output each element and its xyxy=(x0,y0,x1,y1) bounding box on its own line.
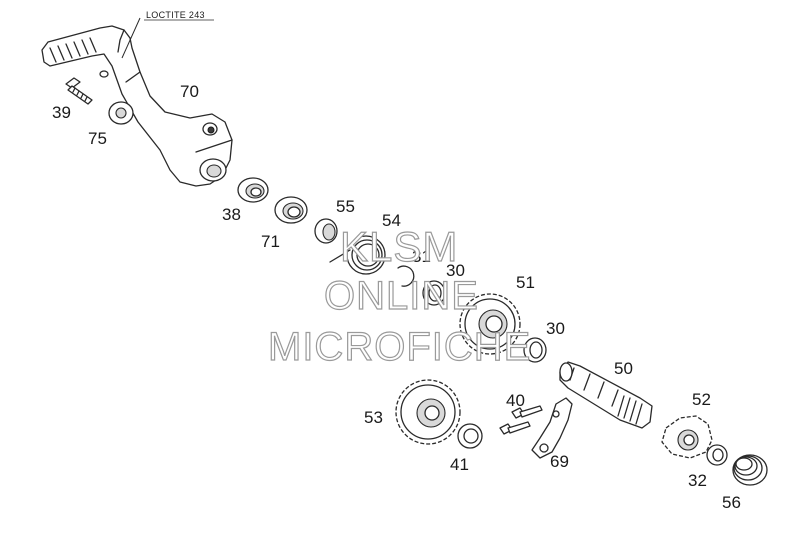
bolts-part-40[interactable] xyxy=(499,405,543,435)
part-label-50: 50 xyxy=(614,359,633,378)
washer-part-30-lower[interactable] xyxy=(523,337,547,363)
washer-part-32[interactable] xyxy=(706,444,728,466)
part-label-70: 70 xyxy=(180,82,199,101)
watermark-line-3: MICROFICHE xyxy=(268,325,531,369)
part-label-75: 75 xyxy=(88,129,107,148)
kickstart-shaft-part-50[interactable] xyxy=(559,361,653,429)
part-label-54: 54 xyxy=(382,211,401,230)
gear-part-53[interactable] xyxy=(395,379,461,445)
kick-lever-part-70[interactable] xyxy=(41,25,233,187)
part-label-30-lower: 30 xyxy=(546,319,565,338)
ratchet-plate-part-69[interactable] xyxy=(531,397,573,459)
washer-part-41[interactable] xyxy=(457,423,483,449)
part-label-30-upper: 30 xyxy=(446,261,465,280)
part-label-39: 39 xyxy=(52,103,71,122)
washer-part-30-upper[interactable] xyxy=(422,280,446,306)
part-label-71: 71 xyxy=(261,232,280,251)
loctite-leader-line xyxy=(121,17,141,59)
part-label-52: 52 xyxy=(692,390,711,409)
seal-part-38[interactable] xyxy=(237,177,269,203)
spacer-part-55[interactable] xyxy=(314,218,338,244)
part-label-56: 56 xyxy=(722,493,741,512)
spring-part-56[interactable] xyxy=(732,454,768,486)
ratchet-gear-part-52[interactable] xyxy=(661,415,713,459)
part-label-69: 69 xyxy=(550,452,569,471)
part-label-55: 55 xyxy=(336,197,355,216)
part-label-41: 41 xyxy=(450,455,469,474)
watermark-line-1: KLSM xyxy=(340,223,458,270)
washer-part-75[interactable] xyxy=(108,101,134,125)
bolt-part-39[interactable] xyxy=(65,77,93,105)
part-label-40: 40 xyxy=(506,391,525,410)
watermark-line-2: ONLINE xyxy=(324,274,479,318)
part-label-38: 38 xyxy=(222,205,241,224)
loctite-note: LOCTITE 243 xyxy=(146,10,205,20)
part-label-53: 53 xyxy=(364,408,383,427)
part-label-31: 31 xyxy=(412,247,431,266)
gear-part-51[interactable] xyxy=(459,293,521,355)
torsion-spring-part-54[interactable] xyxy=(329,235,386,275)
part-label-32: 32 xyxy=(688,471,707,490)
bushing-part-71[interactable] xyxy=(274,196,308,224)
part-label-51: 51 xyxy=(516,273,535,292)
circlip-part-31[interactable] xyxy=(397,265,415,287)
small-ring xyxy=(99,70,109,78)
